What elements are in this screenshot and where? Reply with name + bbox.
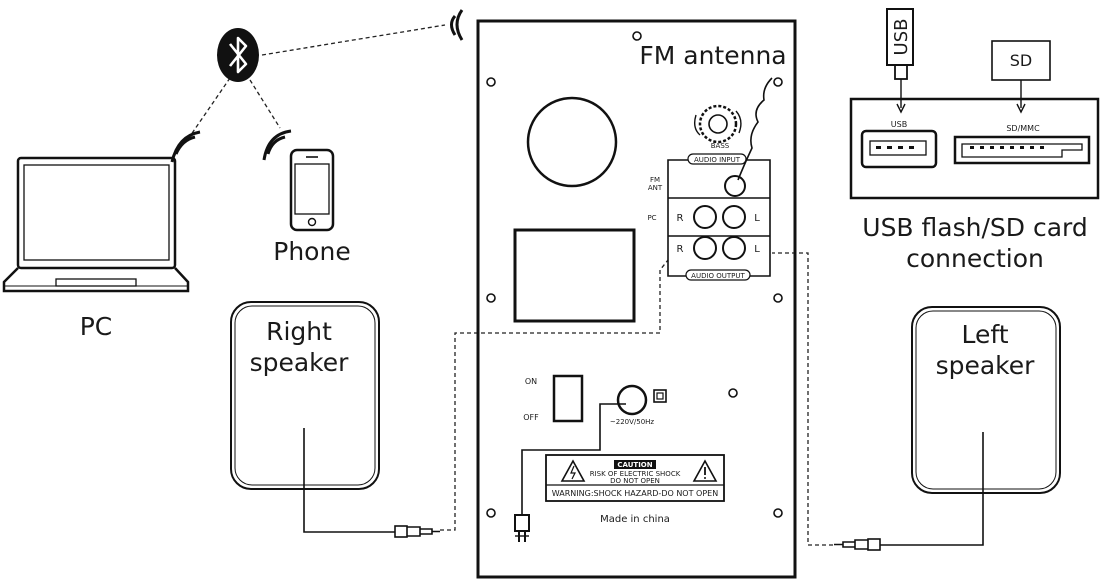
audio-io-panel: AUDIO INPUT AUDIO OUTPUT FM ANT PC R L R…	[647, 153, 771, 281]
voltage-label: ~220V/50Hz	[610, 418, 655, 426]
fm-antenna-label: FM antenna	[639, 41, 786, 70]
caution-risk-line1: RISK OF ELECTRIC SHOCK	[590, 470, 681, 478]
right-speaker-label-line2: speaker	[250, 348, 350, 377]
audio-jack-icon	[834, 538, 881, 551]
bluetooth-icon	[217, 28, 259, 82]
pc-input-l-jack[interactable]	[722, 205, 746, 229]
power-section: ON OFF ~220V/50Hz	[521, 374, 667, 515]
caution-risk-line2: DO NOT OPEN	[610, 477, 660, 485]
bass-knob[interactable]: BASS	[693, 104, 742, 150]
warning-icon	[692, 459, 718, 482]
sd-slot[interactable]	[953, 135, 1091, 165]
usb-stick-icon: USB	[886, 8, 914, 114]
input-r-label: R	[677, 213, 684, 224]
rear-panel	[476, 19, 797, 579]
input-l-label: L	[754, 213, 760, 224]
amplifier-plate	[513, 228, 636, 323]
fm-antenna-wire	[737, 77, 773, 181]
output-l-label: L	[754, 244, 760, 255]
usb-sd-label-line2: connection	[906, 244, 1044, 273]
bass-port	[526, 96, 618, 188]
usb-stick-label: USB	[891, 19, 912, 56]
left-speaker-label-line1: Left	[961, 320, 1008, 349]
output-r-jack[interactable]	[693, 236, 717, 260]
usb-sd-label-line1: USB flash/SD card	[862, 213, 1087, 242]
fm-ant-jack[interactable]	[724, 175, 746, 197]
audio-output-label: AUDIO OUTPUT	[691, 272, 745, 280]
fm-ant-label-1: FM	[650, 176, 660, 184]
power-switch[interactable]	[552, 374, 584, 423]
on-label: ON	[525, 377, 537, 386]
fm-ant-label-2: ANT	[648, 184, 663, 192]
pc-input-r-jack[interactable]	[693, 205, 717, 229]
usb-sd-panel: USB SD/MMC	[849, 97, 1100, 200]
usb-port-label: USB	[891, 120, 907, 129]
caution-label: CAUTION RISK OF ELECTRIC SHOCK DO NOT OP…	[545, 454, 725, 502]
sd-card-icon: SD	[991, 40, 1051, 114]
output-r-label: R	[677, 244, 684, 255]
audio-jack-icon	[394, 525, 440, 538]
wireless-signal-icon	[170, 9, 464, 163]
power-socket[interactable]	[616, 384, 648, 416]
sd-card-label: SD	[1010, 51, 1032, 70]
left-speaker-label-line2: speaker	[936, 351, 1036, 380]
sd-port-label: SD/MMC	[1006, 124, 1040, 133]
right-speaker-label-line1: Right	[266, 317, 332, 346]
off-label: OFF	[523, 413, 539, 422]
phone-label: Phone	[273, 237, 350, 266]
right-speaker: Right speaker	[230, 301, 395, 533]
caution-warning: WARNING:SHOCK HAZARD-DO NOT OPEN	[552, 489, 718, 498]
pc-label: PC	[80, 312, 113, 341]
caution-title: CAUTION	[617, 461, 652, 469]
pc-port-label: PC	[647, 214, 656, 222]
left-speaker: Left speaker	[880, 306, 1061, 546]
laptop-icon	[2, 156, 190, 293]
smartphone-icon	[289, 148, 335, 232]
power-plug-icon	[514, 514, 530, 542]
output-l-jack[interactable]	[722, 236, 746, 260]
usb-port[interactable]	[860, 129, 938, 169]
warning-icon	[560, 459, 586, 482]
made-in-label: Made in china	[600, 514, 670, 525]
audio-input-label: AUDIO INPUT	[694, 156, 741, 164]
connection-lines	[185, 24, 833, 546]
bass-label: BASS	[711, 142, 730, 150]
screw-holes	[486, 31, 783, 518]
